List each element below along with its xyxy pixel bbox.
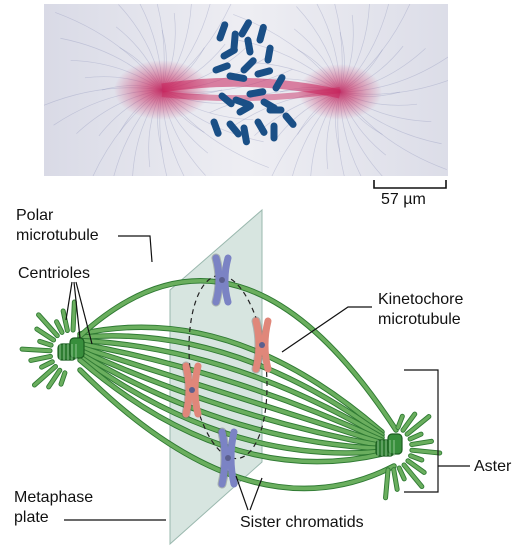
aster-label: Aster	[474, 457, 511, 476]
astral-microtubule	[31, 356, 51, 360]
astral-microtubule	[73, 302, 74, 330]
astral-microtubule	[399, 468, 404, 479]
metaphase-label-line2: plate	[14, 508, 49, 527]
astral-microtubule	[410, 434, 421, 439]
centriole-pair	[58, 338, 84, 360]
sister-chromatids-label: Sister chromatids	[240, 513, 364, 532]
kinetochore-label-line2: microtubule	[378, 310, 461, 329]
chromosome	[256, 321, 268, 369]
astral-microtubule	[22, 349, 50, 351]
polar-label-line1: Polar	[16, 206, 53, 225]
polar-microtubule-leader	[118, 236, 152, 262]
centromere	[259, 342, 265, 348]
chromosome	[186, 366, 198, 414]
astral-microtubule	[411, 456, 422, 460]
centrioles-label: Centrioles	[18, 264, 90, 283]
centromere	[225, 455, 231, 461]
polar-label-line2: microtubule	[16, 226, 99, 245]
astral-microtubule	[61, 373, 65, 384]
metaphase-label-line1: Metaphase	[14, 488, 93, 507]
centromere	[219, 277, 225, 283]
chromosome	[222, 432, 234, 484]
chromosome	[216, 258, 228, 302]
astral-microtubule	[398, 416, 402, 427]
centromere	[189, 387, 195, 393]
kinetochore-label-line1: Kinetochore	[378, 290, 463, 309]
